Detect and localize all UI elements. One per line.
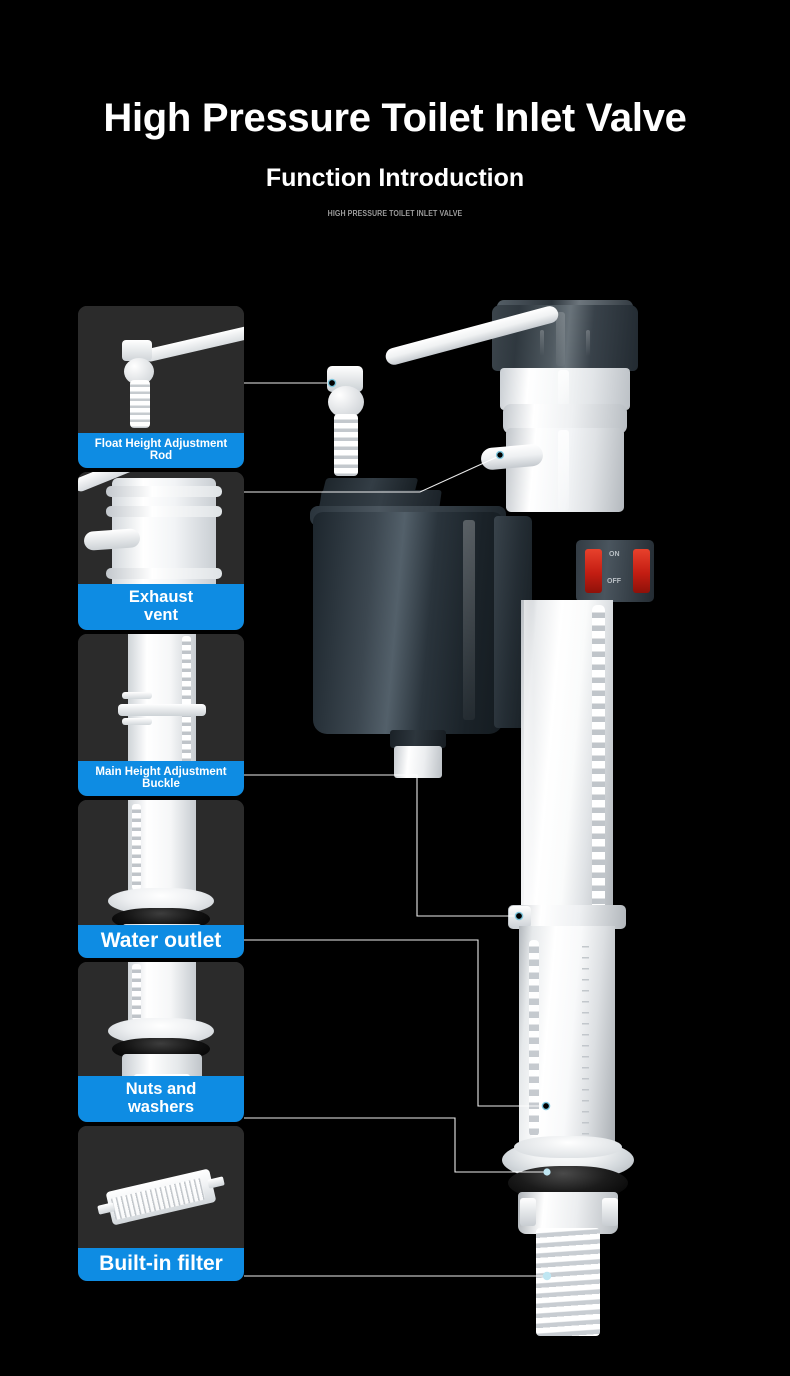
header: High Pressure Toilet Inlet Valve Functio…: [0, 0, 790, 218]
nut-wing-left: [520, 1198, 536, 1226]
callout-card-exhaust-vent[interactable]: Exhaust vent: [78, 472, 244, 630]
cone-washer-top: [514, 1136, 622, 1158]
callout-label-water-outlet: Water outlet: [78, 924, 244, 958]
cap-gloss: [556, 312, 565, 366]
switch-off-label: OFF: [607, 578, 621, 585]
thumb-vent-ring-icon: [106, 506, 222, 517]
shaft-line-scale: [582, 946, 589, 1136]
callout-label-float-height-adjustment-rod: Float Height Adjustment Rod: [78, 432, 244, 468]
label-line-1: Water outlet: [100, 928, 222, 952]
thumb-rod-screw-icon: [130, 380, 150, 428]
height-adjustment-teeth: [592, 605, 605, 925]
thumb-tube-teeth-icon: [182, 636, 191, 766]
thumb-buckle-tab-icon: [122, 692, 152, 699]
float-rod-pivot: [328, 386, 364, 418]
thumb-vent-ring-icon: [106, 568, 222, 579]
thumb-buckle-icon: [118, 704, 206, 716]
buckle-tab: [509, 906, 531, 928]
callout-label-built-in-filter: Built-in filter: [78, 1247, 244, 1281]
float-cup-gloss: [463, 520, 475, 720]
callout-card-built-in-filter[interactable]: Built-in filter: [78, 1126, 244, 1281]
float-cup-outlet: [390, 730, 446, 748]
switch-button-on[interactable]: [585, 549, 602, 593]
shaft-dot-scale: [529, 940, 539, 1136]
float-cup: [313, 512, 503, 734]
callout-label-nuts-and-washers: Nuts and washers: [78, 1076, 244, 1122]
label-line-1: Built-in filter: [99, 1251, 223, 1275]
float-cup-white-stub: [394, 746, 442, 778]
callout-card-float-height-adjustment-rod[interactable]: Float Height Adjustment Rod: [78, 306, 244, 468]
eyebrow-caption: HIGH PRESSURE TOILET INLET VALVE: [327, 209, 463, 218]
thumb-rod-stub-icon: [122, 340, 152, 361]
shaft-highlight: [524, 600, 534, 930]
label-line-1: Exhaust: [128, 588, 194, 607]
body-gloss: [558, 430, 569, 510]
cap-rib-icon: [540, 330, 544, 356]
callout-label-exhaust-vent: Exhaust vent: [78, 584, 244, 630]
nut-wing-right: [602, 1198, 618, 1226]
switch-on-label: ON: [609, 551, 620, 558]
thumb-buckle-tab-icon: [122, 718, 152, 725]
callout-card-list: Float Height Adjustment Rod Exhaust vent: [78, 306, 244, 1285]
callout-card-nuts-and-washers[interactable]: Nuts and washers: [78, 962, 244, 1122]
thumb-tube-teeth-icon: [132, 804, 141, 890]
thumb-rod-arm-icon: [142, 323, 244, 363]
float-rod-screw: [334, 414, 358, 476]
label-line-2: washers: [127, 1097, 195, 1116]
thumb-vent-nozzle-icon: [83, 528, 141, 551]
threaded-shank: [536, 1228, 600, 1336]
label-line-2: vent: [144, 605, 178, 624]
cap-rib-icon: [586, 330, 590, 356]
page-title: High Pressure Toilet Inlet Valve: [103, 96, 687, 140]
callout-label-main-height-adjustment-buckle: Main Height Adjustment Buckle: [78, 760, 244, 796]
neck-gloss: [558, 370, 569, 408]
switch-button-off[interactable]: [633, 549, 650, 593]
label-line-2: Rod: [149, 449, 173, 462]
thumb-filter-tab-icon: [207, 1176, 225, 1189]
label-line-1: Float Height Adjustment: [94, 437, 228, 450]
callout-card-main-height-adjustment-buckle[interactable]: Main Height Adjustment Buckle: [78, 634, 244, 796]
thumb-vent-ring-icon: [106, 486, 222, 497]
label-line-2: Buckle: [142, 777, 180, 790]
page-subtitle: Function Introduction: [265, 164, 525, 192]
label-line-1: Main Height Adjustment: [95, 765, 227, 778]
callout-card-water-outlet[interactable]: Water outlet: [78, 800, 244, 958]
label-line-1: Nuts and: [125, 1080, 197, 1099]
thumb-tube-teeth-icon: [132, 964, 141, 1020]
